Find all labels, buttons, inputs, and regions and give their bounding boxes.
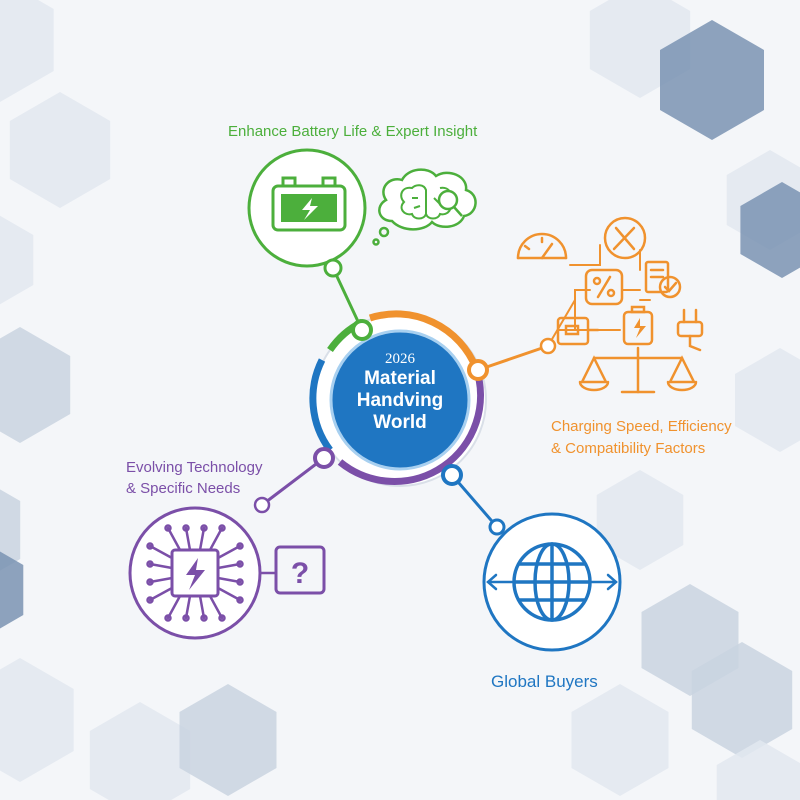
hub-title-line2: Handving (356, 390, 444, 411)
question-box-icon (274, 545, 326, 595)
buyers-node (482, 512, 622, 652)
battery-node-dot (323, 258, 343, 278)
battery-node (247, 148, 477, 278)
charging-label-line2: & Compatibility Factors (551, 440, 706, 457)
connector-battery (331, 266, 364, 332)
chip-trace-end (146, 560, 154, 568)
chip-trace (166, 526, 182, 552)
chip-trace (148, 586, 174, 602)
hub-dot-blue (441, 464, 463, 486)
hub-year: 2026 (385, 351, 415, 367)
speedometer-icon (516, 232, 568, 260)
chip-trace-end (200, 524, 208, 532)
technology-node (128, 496, 326, 640)
charging-label-line1: Charging Speed, Efficiency (551, 418, 732, 435)
background-hexagon (179, 684, 277, 796)
background-hexagon (89, 702, 191, 800)
connector-buyers (450, 473, 499, 529)
hub-label: 2026 Material Handving World (331, 350, 469, 434)
technology-node-dot (253, 496, 271, 514)
connectors (260, 266, 576, 529)
background-hexagon (0, 327, 71, 443)
hub-dot-green (351, 319, 373, 341)
battery-icon (271, 176, 347, 232)
chip-trace-end (182, 614, 190, 622)
chip-trace (216, 586, 242, 602)
chip-trace-end (146, 578, 154, 586)
buyers-node-dot (488, 518, 506, 536)
chip-icon (146, 524, 244, 622)
chip-trace (148, 544, 174, 560)
chip-trace-end (218, 524, 226, 532)
background-hexagon (0, 489, 21, 571)
connector-charging-branch (547, 299, 576, 347)
battery-label: Enhance Battery Life & Expert Insight (228, 123, 478, 140)
charging-node (516, 216, 704, 394)
technology-label-line1: Evolving Technology (126, 459, 263, 476)
background-hexagon (716, 740, 800, 800)
background-hexagon (0, 658, 74, 782)
chip-trace-end (236, 560, 244, 568)
hub-ring-blue (309, 358, 333, 453)
background-hexagon (740, 182, 800, 278)
plug-icon (676, 308, 704, 352)
chip-trace (216, 544, 242, 560)
hub (309, 310, 489, 487)
technology-label-line2: & Specific Needs (126, 480, 241, 497)
chip-body (170, 548, 220, 598)
background-hexagon (0, 551, 24, 629)
charger-icon (556, 316, 600, 346)
background-hexagon (9, 92, 111, 208)
background-hexagon (735, 348, 800, 452)
hub-dot-purple (313, 447, 335, 469)
charging-node-dot (539, 337, 557, 355)
chip-trace-end (182, 524, 190, 532)
chip-trace (166, 594, 182, 620)
lightning-icon (186, 558, 205, 590)
connector-charging (476, 344, 550, 372)
hub-dot-orange (467, 359, 489, 381)
balance-scale-icon (578, 346, 698, 394)
chip-trace-end (218, 614, 226, 622)
chip-trace-end (236, 578, 244, 586)
buyers-label: Global Buyers (491, 672, 598, 691)
background-hexagon (660, 20, 764, 140)
hub-title-line1: Material (364, 368, 436, 389)
background-hexagon (0, 215, 34, 305)
globe-icon (512, 542, 592, 622)
arrows-icon (486, 573, 618, 591)
chip-trace-end (200, 614, 208, 622)
chip-trace-end (146, 596, 154, 604)
hub-core (329, 329, 471, 471)
background-hexagon (571, 684, 669, 796)
background-hexagon (596, 470, 684, 570)
chip-trace-end (236, 596, 244, 604)
chip-trace-end (236, 542, 244, 550)
background-hexagon (691, 642, 793, 758)
hub-ring-orange (368, 310, 480, 370)
connector-technology (260, 456, 326, 507)
background-hexagon (0, 0, 54, 102)
battery-small-icon (622, 305, 654, 346)
wrench-screwdriver-icon (603, 216, 647, 260)
chip-trace-end (164, 614, 172, 622)
chip-trace (208, 594, 224, 620)
chip-trace-end (164, 524, 172, 532)
chip-trace-end (146, 542, 154, 550)
hub-title-line3: World (373, 412, 427, 433)
question-mark: ? (291, 557, 309, 590)
magnifier-icon (437, 189, 463, 217)
percent-icon (584, 268, 624, 306)
thought-bubble-icon (372, 168, 477, 246)
checklist-icon (644, 260, 682, 299)
chip-trace (208, 526, 224, 552)
hub-ring-purple (337, 366, 484, 485)
